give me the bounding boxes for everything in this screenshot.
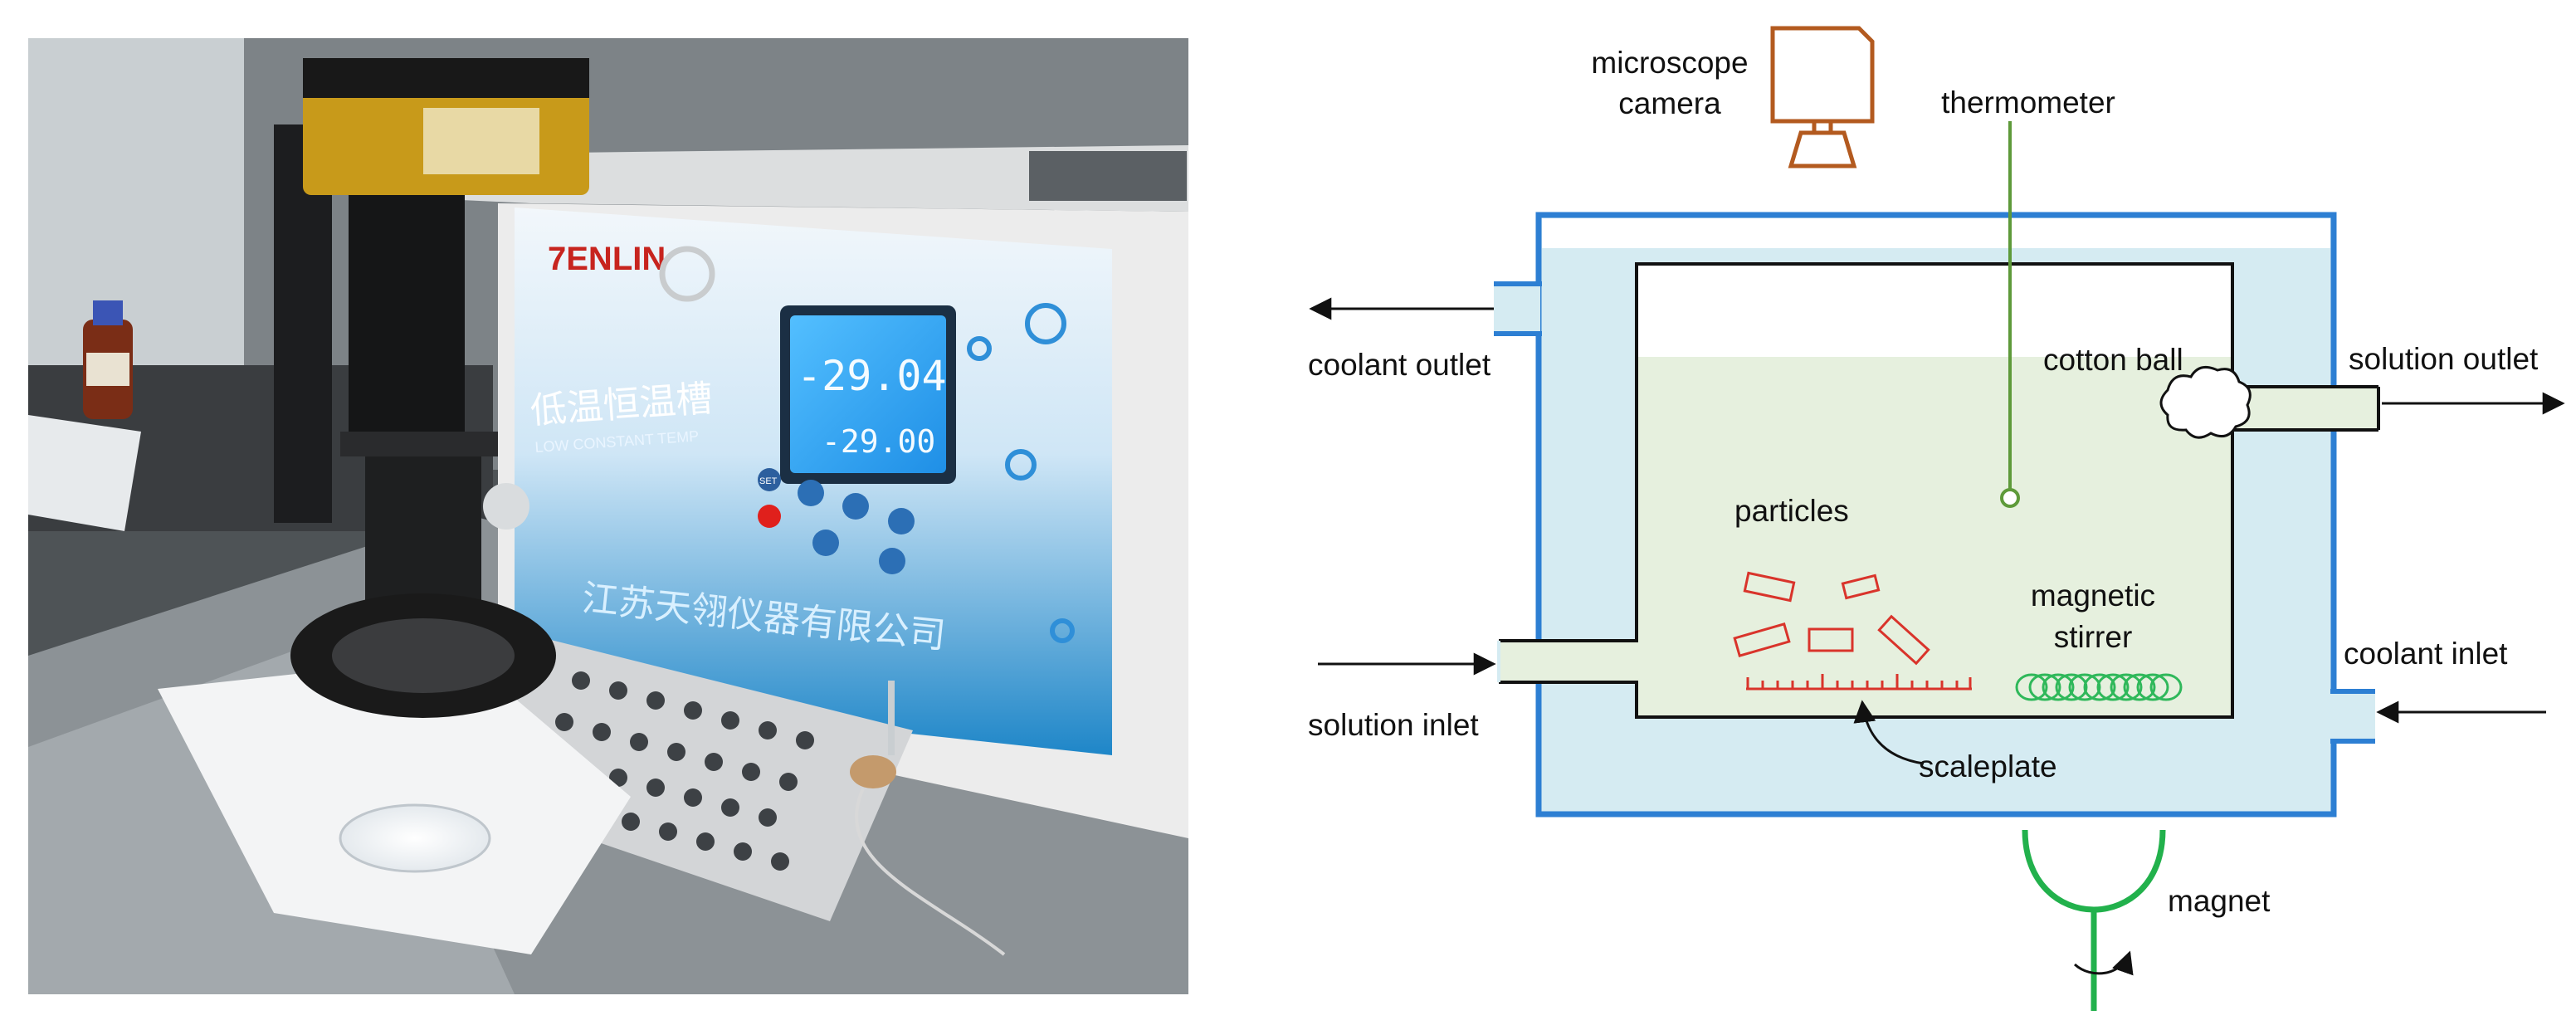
scaleplate-icon [1746, 674, 1972, 691]
label-microscope-camera-1: microscope [1591, 46, 1748, 80]
camera-icon [1770, 26, 1875, 168]
down-button[interactable] [842, 493, 869, 520]
window-area [28, 38, 244, 387]
set-button[interactable] [758, 468, 781, 491]
key-ring [659, 246, 715, 302]
set-button-label: SET [759, 476, 778, 486]
paper-sheet [28, 415, 141, 531]
lens-ring [340, 432, 498, 456]
left-button[interactable] [798, 480, 824, 506]
light-spot [339, 803, 491, 873]
solution-outlet-pipe [2231, 387, 2378, 430]
cotton-ball-icon [2159, 365, 2252, 439]
brand-mark: 7ENLIN [548, 241, 666, 277]
label-cotton-ball: cotton ball [2043, 343, 2183, 377]
magnet-icon [2022, 829, 2166, 1011]
solution-body [1638, 357, 2231, 715]
coolant-outlet-port [1494, 284, 1540, 334]
perforation-holes [555, 671, 814, 871]
label-coolant-outlet: coolant outlet [1308, 348, 1491, 382]
heat-button[interactable] [812, 530, 839, 556]
reagent-bottle [83, 300, 133, 419]
perforated-lid [465, 639, 913, 921]
up-button[interactable] [888, 508, 915, 534]
label-solution-inlet: solution inlet [1308, 708, 1479, 742]
lens-lower [365, 456, 481, 614]
label-magnetic-stirrer-2: stirrer [2054, 620, 2133, 654]
schematic-panel: microscope camera thermometer coolant ou… [1308, 26, 2565, 1011]
solution-inlet-pipe [1499, 641, 1640, 682]
lens-tube [349, 195, 465, 436]
label-thermometer: thermometer [1941, 85, 2115, 120]
label-coolant-inlet: coolant inlet [2344, 637, 2508, 671]
photo-microscope [274, 58, 715, 718]
rotation-arrow [2073, 950, 2134, 976]
stirrer-icon [2015, 673, 2183, 701]
lcd-display: -29.04 -29.00 [780, 305, 956, 484]
focus-knob [483, 483, 529, 530]
photo-panel: 7ENLIN 低温恒温槽 LOW CONSTANT TEMP 江苏天翎仪器有限公… [28, 38, 1188, 994]
fan-vent [1029, 151, 1187, 201]
thermometer-bulb [2000, 488, 2020, 508]
jacket-top-gap [1542, 218, 2330, 248]
power-button[interactable] [758, 505, 781, 528]
ring-light-inner [332, 618, 515, 693]
cryostat-bath: 7ENLIN 低温恒温槽 LOW CONSTANT TEMP 江苏天翎仪器有限公… [357, 145, 1188, 838]
lcd-main-reading: -29.04 [797, 352, 947, 400]
control-buttons: SET [758, 468, 915, 574]
panel-decoration [967, 303, 1075, 643]
camera-top [303, 58, 589, 98]
label-solution-outlet: solution outlet [2349, 342, 2539, 376]
label-magnet: magnet [2168, 884, 2271, 918]
label-scaleplate: scaleplate [1919, 749, 2057, 783]
temperature-probe [850, 681, 1006, 956]
cool-button[interactable] [879, 548, 905, 574]
lcd-set-reading: -29.00 [822, 423, 935, 460]
camera-label-plate [423, 108, 539, 174]
coolant-inlet-port [2330, 691, 2375, 741]
scaleplate-pointer [1853, 700, 1925, 765]
label-particles: particles [1734, 494, 1849, 528]
label-magnetic-stirrer-1: magnetic [2031, 578, 2155, 613]
particles-icon [1733, 571, 1930, 666]
label-microscope-camera-2: camera [1618, 86, 1721, 120]
